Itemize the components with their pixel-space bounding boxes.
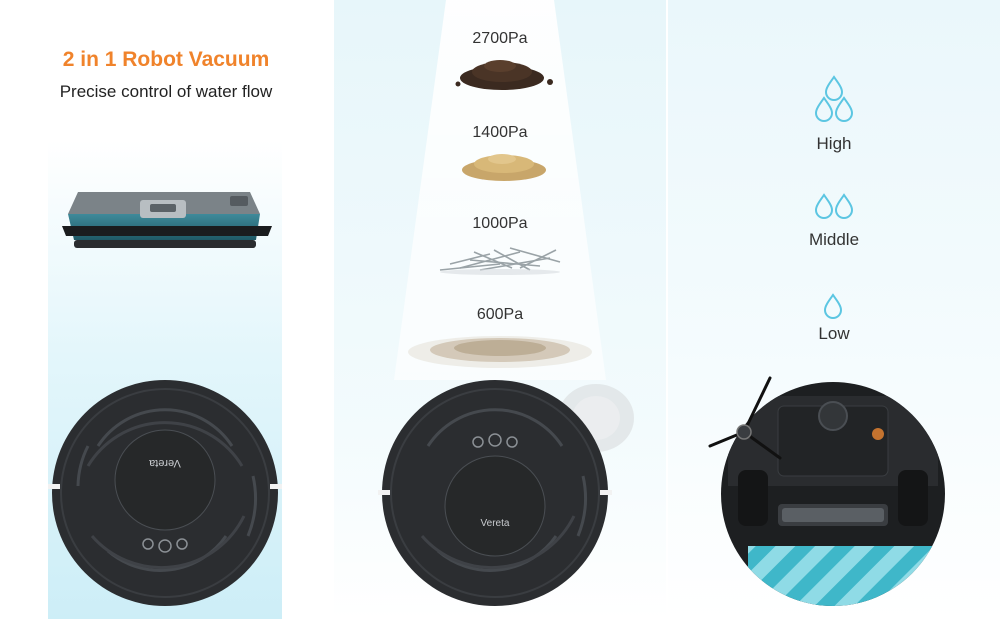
robot-top-view-middle: Vereta <box>378 380 612 606</box>
robot-brand-left: Vereta <box>148 457 181 469</box>
water-level-middle: Middle <box>808 230 860 249</box>
robot-bottom-view <box>708 376 945 606</box>
panel-suction: 2700Pa 1400Pa 1000Pa 600Pa <box>334 0 666 619</box>
dust-image <box>408 336 592 368</box>
suction-label-600: 600Pa <box>476 306 524 323</box>
suction-label-1000: 1000Pa <box>472 215 528 232</box>
soy-beans-image <box>462 154 546 181</box>
subline: Precise control of water flow <box>59 82 273 101</box>
water-level-low: Low <box>818 324 850 343</box>
headline: 2 in 1 Robot Vacuum <box>62 48 270 71</box>
suction-label-1400: 1400Pa <box>472 124 528 141</box>
paper-shreds-image <box>439 247 561 275</box>
robot-brand-middle: Vereta <box>481 518 510 529</box>
suction-label-2700: 2700Pa <box>472 30 528 47</box>
panel-water-tank: 2 in 1 Robot Vacuum Precise control of w… <box>0 0 332 619</box>
water-tank-image <box>62 192 272 248</box>
water-drop-icon-high <box>814 75 854 122</box>
water-level-high: High <box>816 134 852 153</box>
robot-top-view: Vereta <box>48 380 282 606</box>
suction-cone <box>394 0 606 380</box>
coffee-beans-image <box>455 60 553 90</box>
water-drop-icon-middle <box>814 193 854 219</box>
water-drop-icon-low <box>823 293 843 319</box>
panel-water-flow: High Middle Low <box>668 0 1000 619</box>
